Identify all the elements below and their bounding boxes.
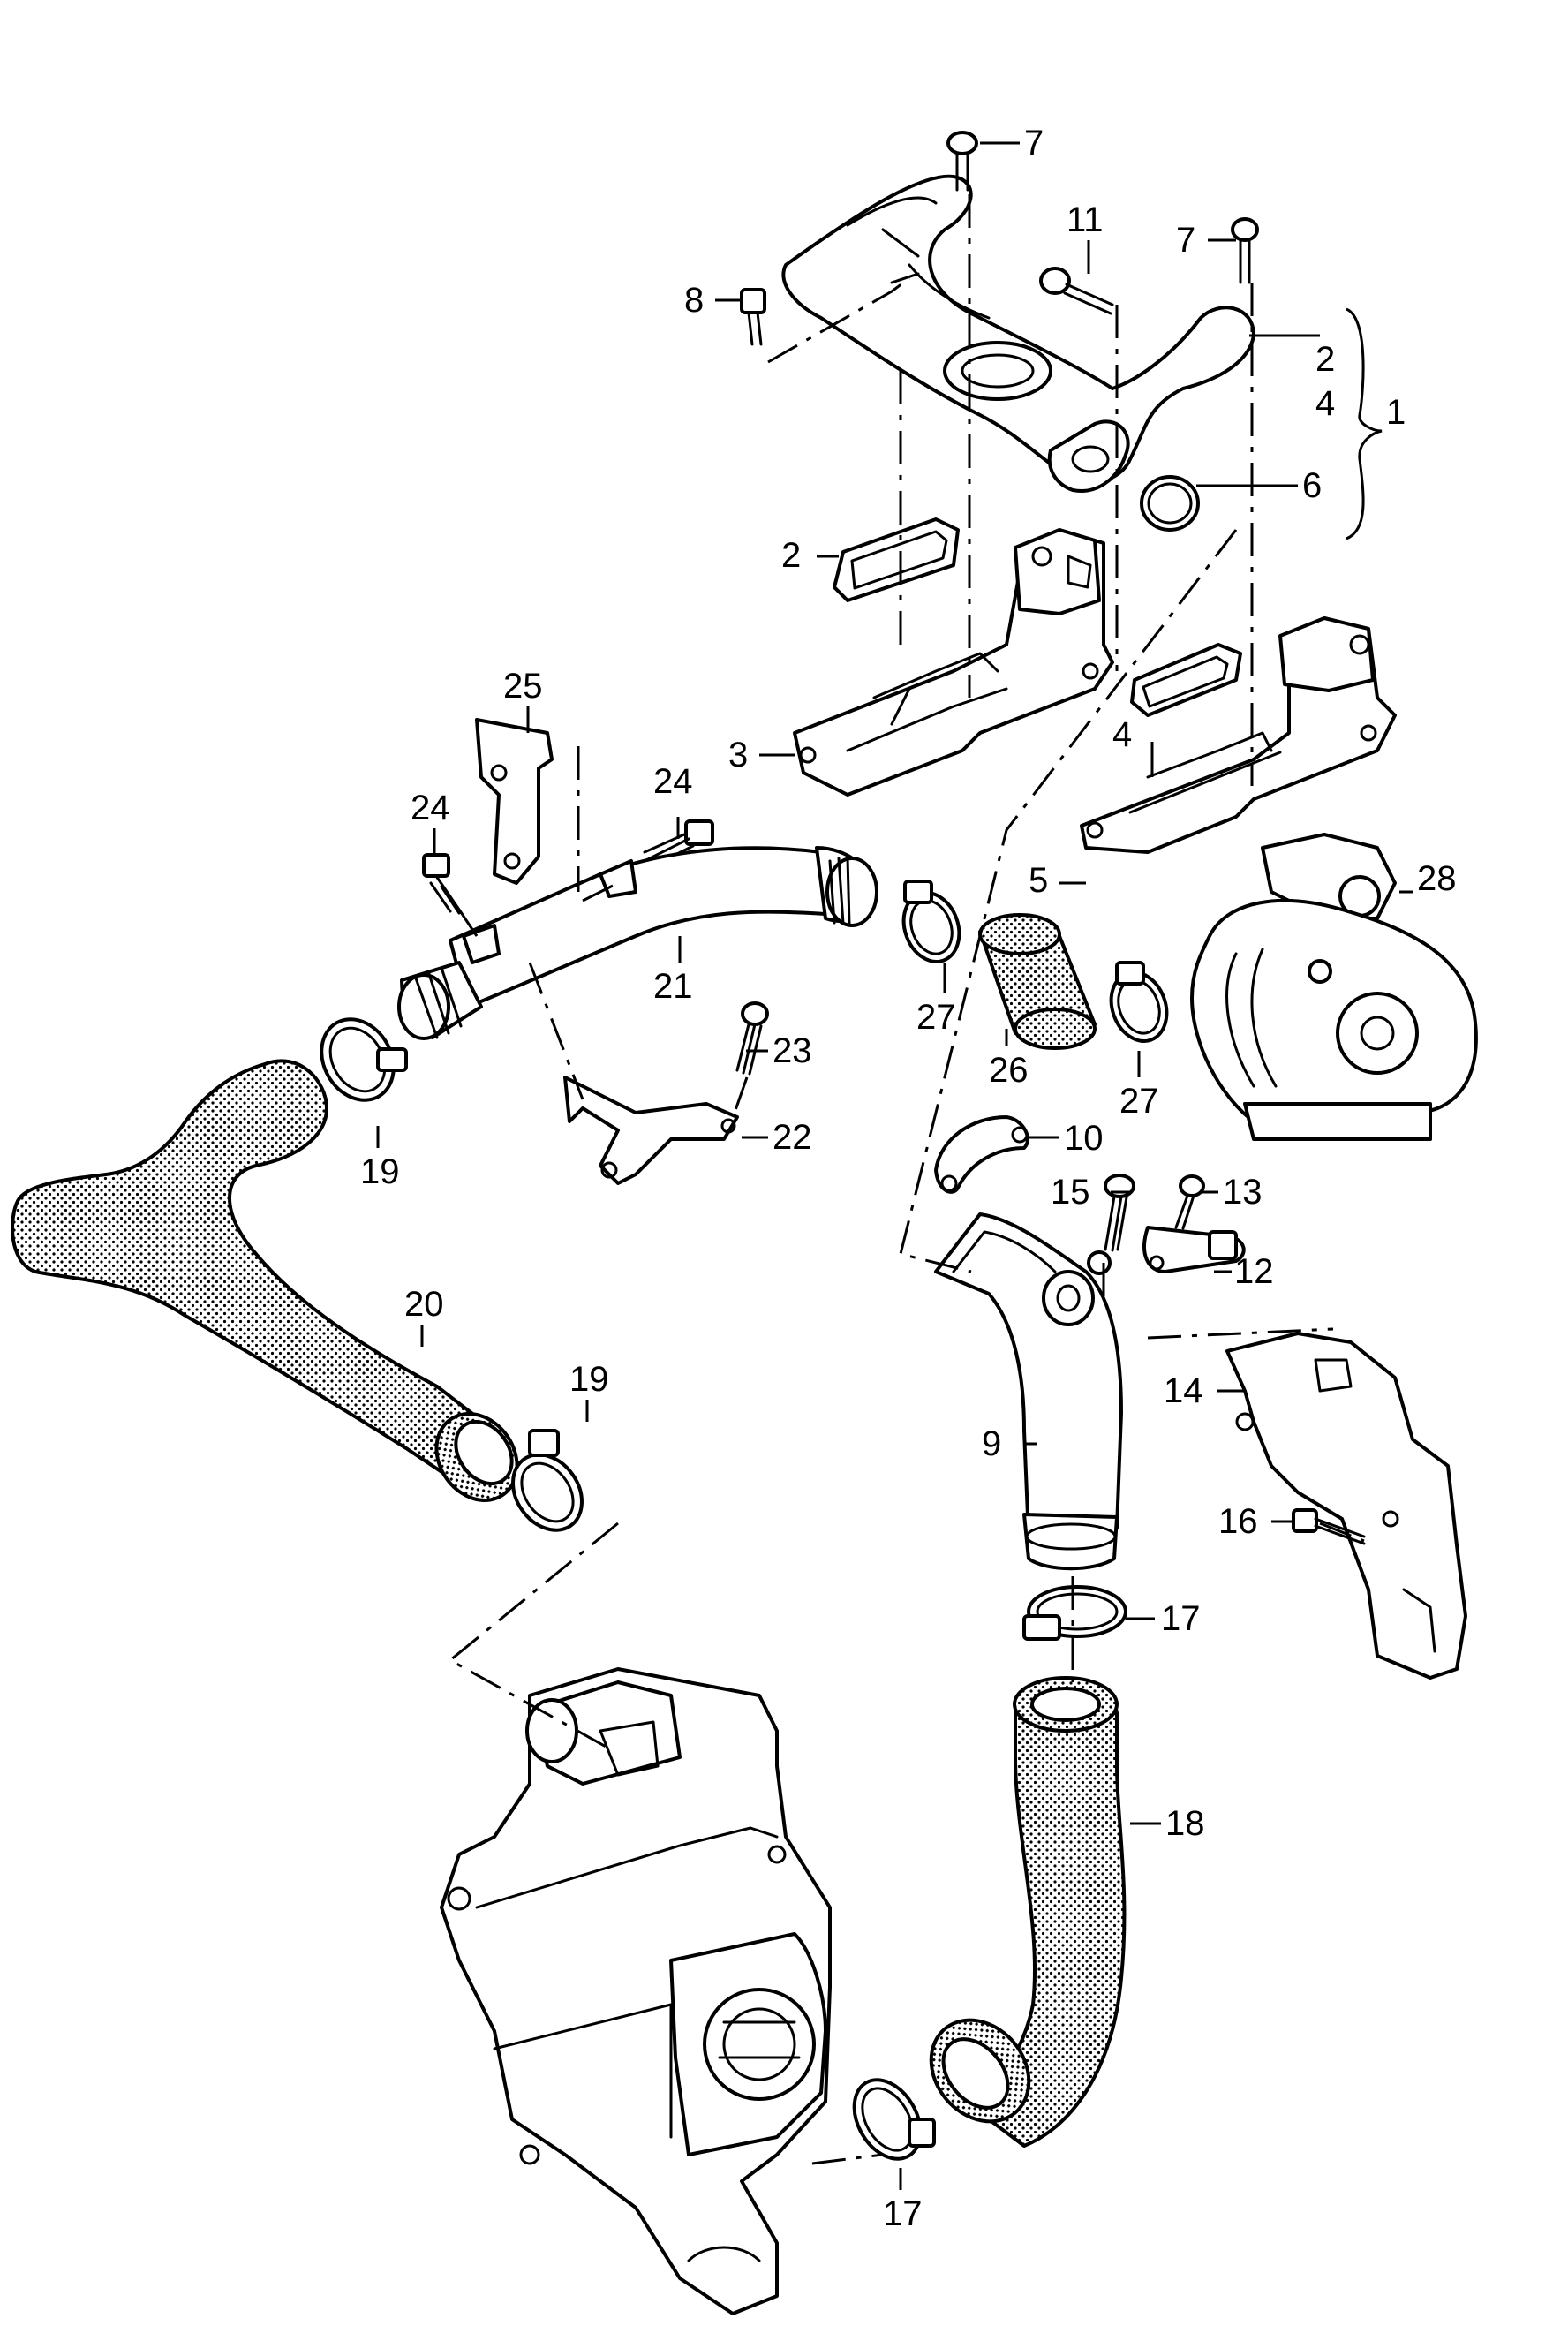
callout-2-gasket: 2 (781, 536, 801, 575)
part-secondary-air-pump (1190, 833, 1478, 1141)
callout-15: 15 (1051, 1173, 1090, 1212)
part-hose-clamp-27-right (1109, 961, 1169, 1043)
part-bolt-13 (1174, 1174, 1205, 1230)
part-bracket-14 (1225, 1332, 1467, 1680)
part-air-hose-18 (929, 1676, 1127, 2148)
part-bolt-24-left (422, 853, 461, 915)
callout-9: 9 (982, 1424, 1001, 1463)
part-hose-clamp-17-lower (852, 2078, 936, 2161)
callout-11: 11 (1067, 200, 1104, 239)
callout-27-right: 27 (1119, 1082, 1159, 1121)
part-bracket-22 (563, 1076, 739, 1185)
part-combination-valve-assembly (440, 1667, 832, 2315)
callout-27-left: 27 (916, 998, 956, 1037)
part-hose-clamp-19-upper (320, 1017, 408, 1102)
callout-20: 20 (404, 1285, 444, 1324)
part-bracket-10 (934, 1115, 1029, 1194)
assembly-lines (448, 194, 1365, 2165)
callout-25: 25 (503, 667, 543, 706)
callout-6: 6 (1302, 466, 1322, 505)
part-intake-manifold-right (1080, 616, 1397, 854)
callout-23: 23 (773, 1031, 812, 1070)
callout-19-lower: 19 (569, 1360, 609, 1399)
callout-labels: 1 2 2 3 4 4 5 6 7 7 8 9 10 11 12 13 14 1… (360, 124, 1457, 2233)
part-bolt-11 (1039, 267, 1114, 315)
callout-24-right: 24 (653, 762, 693, 801)
callout-28: 28 (1417, 859, 1457, 898)
callout-14: 14 (1164, 1371, 1203, 1410)
part-bolt-15 (1087, 1174, 1135, 1275)
part-hose-clamp-17-upper (1022, 1585, 1127, 1641)
callout-5: 5 (1029, 861, 1048, 900)
callout-21: 21 (653, 967, 693, 1006)
callout-12: 12 (1234, 1252, 1274, 1291)
part-short-hose-26 (978, 913, 1097, 1050)
callout-3: 3 (728, 736, 748, 774)
callout-26: 26 (989, 1051, 1029, 1090)
callout-24-left: 24 (411, 789, 450, 827)
part-connecting-pipe (397, 846, 878, 1040)
part-hose-clamp-27-left (901, 880, 961, 963)
callout-10: 10 (1064, 1119, 1104, 1158)
callout-2-gasket-stack: 2 (1315, 340, 1335, 379)
part-bolt-7-left (946, 131, 978, 192)
callout-17-lower: 17 (883, 2194, 923, 2233)
part-air-hose-20 (11, 1059, 519, 1502)
callout-4-stack: 4 (1315, 384, 1335, 423)
part-bracket-25 (475, 718, 554, 885)
callout-16: 16 (1218, 1502, 1258, 1541)
callout-17-upper: 17 (1161, 1599, 1201, 1638)
callout-8: 8 (684, 281, 704, 320)
part-bolt-23 (735, 1001, 769, 1076)
callout-22: 22 (773, 1118, 812, 1157)
part-pressure-sensor (1142, 1226, 1246, 1273)
part-gasket-left (833, 517, 960, 602)
part-hose-clamp-19-lower (511, 1429, 584, 1532)
part-intake-manifold-left (793, 528, 1114, 797)
callout-7-left: 7 (1024, 124, 1044, 162)
callout-18: 18 (1165, 1804, 1205, 1843)
leader-lines (376, 141, 1413, 2190)
callout-4-gasket: 4 (1112, 715, 1132, 754)
callout-13: 13 (1223, 1173, 1263, 1212)
callout-19-upper: 19 (360, 1152, 400, 1191)
part-bolt-8 (740, 288, 766, 346)
callout-1: 1 (1386, 393, 1406, 432)
part-pipe-9 (934, 1212, 1123, 1571)
part-bolt-7-right (1231, 217, 1259, 284)
callout-7-right: 7 (1176, 221, 1195, 260)
part-intake-connecting-pipe (781, 174, 1255, 493)
part-gasket-right (1130, 643, 1242, 717)
